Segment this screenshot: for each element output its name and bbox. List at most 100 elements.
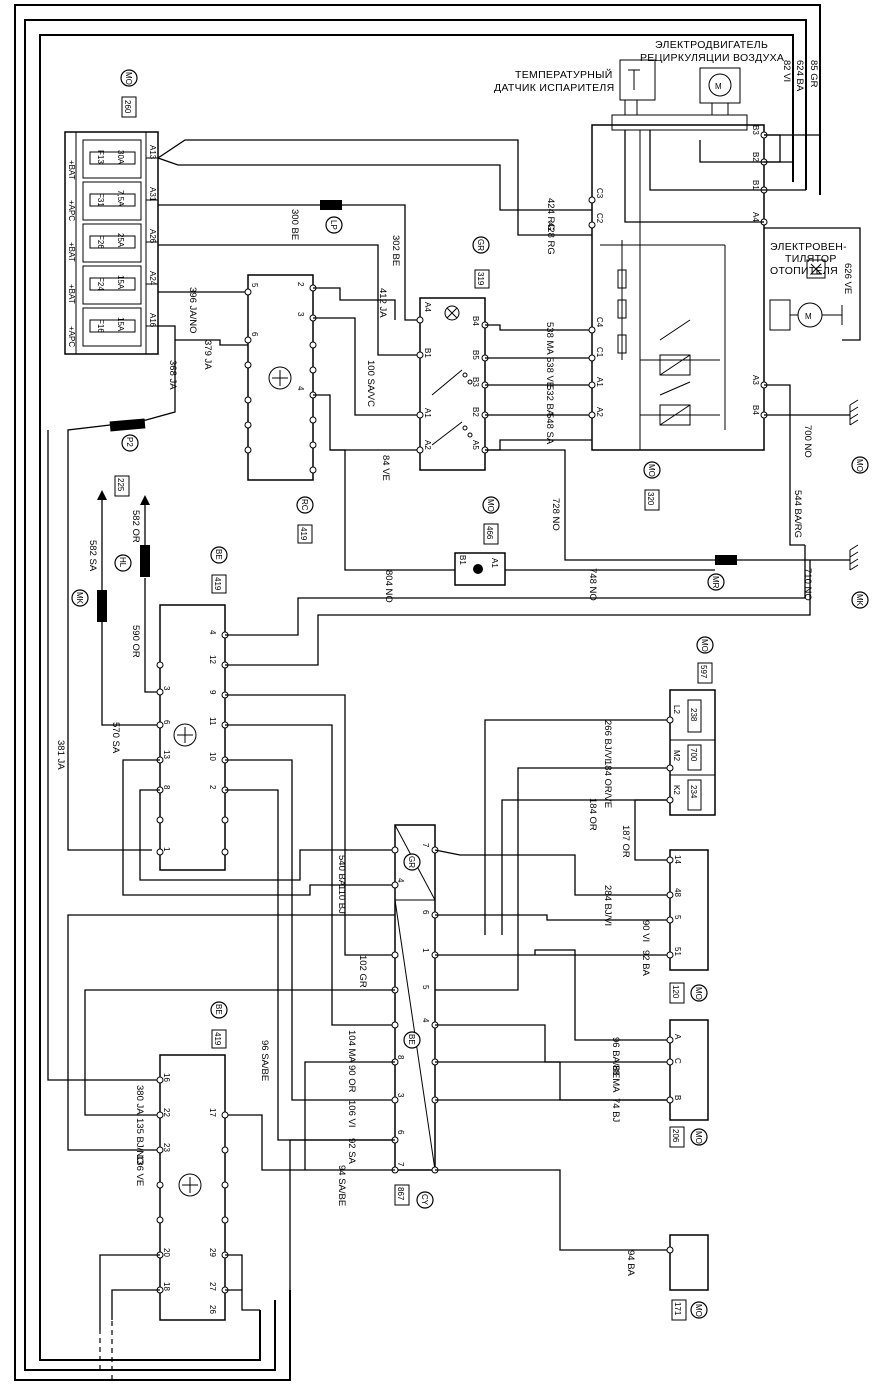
pin-label: 5: [421, 985, 430, 990]
caption: ДАТЧИК ИСПАРИТЕЛЯ: [494, 82, 615, 94]
fuse-f26: [82, 223, 158, 263]
wire-label: 110 BJ: [336, 885, 347, 914]
wire-label: 284 BJ/VI: [602, 885, 613, 926]
sheet-tag: GR: [407, 856, 416, 868]
wire-label: 700 NO: [802, 425, 813, 458]
wire-label: 96 SA/BE: [259, 1040, 270, 1081]
sheet-tag: MO: [124, 72, 133, 85]
sheet-tag: GR: [476, 239, 485, 251]
sheet-tag: MO: [694, 1131, 703, 1144]
component-code: 319: [476, 272, 485, 286]
sheet-tag: BE: [214, 1004, 223, 1015]
ground-icon: [849, 399, 859, 426]
switch-wires: [485, 324, 715, 561]
wire-label: 582 OR: [130, 510, 141, 543]
module-be-bottom: 16 22 23 20 18 17 29 27 26 419 BE: [156, 1001, 229, 1321]
panel-code: 234: [689, 785, 698, 799]
wire-label: 381 JA: [55, 740, 66, 770]
pin-label: 4: [208, 630, 217, 635]
fuse-rating: 7,5A: [116, 190, 125, 207]
pin-label: A2: [595, 407, 604, 417]
splice-tag: LP: [329, 220, 338, 230]
pin-label: 10: [208, 752, 217, 761]
pin-label: A5: [471, 440, 480, 450]
splice-hl: HL: [114, 545, 150, 577]
component-code: 206: [671, 1129, 680, 1143]
pin-label: 4: [396, 878, 405, 883]
lamp-icon: [444, 305, 460, 321]
wire-label: 548 SA: [544, 413, 555, 445]
caption: ТИЛЯТОР: [785, 253, 837, 265]
component-code: 260: [123, 100, 132, 114]
splice-tag: P2: [125, 437, 134, 447]
fuse-supply: +APC: [67, 200, 76, 221]
fuse-f16: [82, 307, 158, 347]
sheet-tag: BE: [214, 549, 223, 560]
fuse-pin: A16: [148, 313, 157, 328]
pin-label: B3: [471, 377, 480, 387]
transistor-icon: [178, 1173, 202, 1197]
evaporator-sensor: [619, 59, 656, 115]
block-120: 14 48 5 51 120 MO: [666, 849, 709, 1004]
pin-label: 6: [162, 720, 171, 725]
wire-label: 544 BA/RG: [792, 490, 803, 538]
connector-867: 7 4 6 1 5 4 8 3 6 7 GR BE CY 867: [391, 824, 439, 1209]
pin-label: B3: [751, 125, 760, 135]
pin-label: 14: [673, 855, 682, 864]
caption: ТЕМПЕРАТУРНЫЙ: [515, 68, 613, 81]
component-code: 867: [396, 1187, 405, 1201]
wire-label: 532 BA: [544, 385, 555, 417]
pin-label: 6: [396, 1130, 405, 1135]
pin-label: 3: [396, 1093, 405, 1098]
component-code: 225: [116, 478, 125, 492]
wire-label: 428 RG: [545, 222, 556, 255]
wire-label: 710 NO: [802, 568, 813, 601]
wire-label: 368 JA: [167, 360, 178, 390]
fuse-name: F16: [96, 319, 105, 333]
pin-label: A1: [595, 377, 604, 387]
wire-label: 187 OR: [620, 825, 631, 858]
fuse-supply: +BAT: [67, 284, 76, 304]
pin-label: 23: [162, 1143, 171, 1152]
wire-label: 538 VE: [544, 357, 555, 388]
pin-label: C1: [595, 347, 604, 358]
pin-label: B2: [751, 152, 760, 162]
pin-label: 17: [208, 1108, 217, 1117]
component-code: 120: [671, 985, 680, 999]
wire-label: 728 NO: [550, 498, 561, 531]
pin-label: 1: [421, 948, 430, 953]
relay-top-wires: [624, 130, 861, 341]
component-code: 320: [646, 492, 655, 506]
fuse-rating: 15A: [116, 275, 125, 290]
pin-label: B: [673, 1095, 682, 1100]
pin-label: 29: [208, 1248, 217, 1257]
pin-label: 5: [673, 915, 682, 920]
wire-label: 424 RG: [545, 198, 556, 231]
pin-label: 5: [250, 283, 259, 288]
relay-box: C3 C2 C4 C1 A1 A2 B3 B2 B1 A4 A3 B4 MO 3…: [588, 114, 768, 511]
wire-label: 94 BA: [625, 1250, 636, 1277]
fuse-f13: [82, 139, 158, 179]
outer-wires: [14, 4, 821, 1381]
panel-code: 700: [689, 748, 698, 762]
transistor-icon: [173, 723, 197, 747]
wire-label: 540 BA: [336, 855, 347, 887]
fuse-f31: [82, 181, 158, 221]
sheet-tag: MO: [647, 464, 656, 477]
splice-p2: P2: [109, 418, 146, 452]
block-206: A C B 206 MO: [666, 1019, 709, 1148]
fuse-pin: A24: [148, 271, 157, 286]
wire-label: 136 VE: [134, 1155, 145, 1186]
module-rc: 5 6 2 3 4 RC 419: [244, 274, 317, 544]
sheet-tag: CY: [420, 1194, 429, 1206]
pin-label: C4: [595, 317, 604, 328]
pin-label: 8: [162, 785, 171, 790]
pin-label: 20: [162, 1248, 171, 1257]
wire-label: 135 BJ/NO: [134, 1118, 145, 1164]
pin-label: A2: [423, 440, 432, 450]
pin-label: B4: [751, 405, 760, 415]
fuse-pin: A26: [148, 229, 157, 244]
sheet-tag: MO: [694, 987, 703, 1000]
component-code: 171: [673, 1302, 682, 1316]
wire-label: 624 BA: [794, 60, 805, 92]
